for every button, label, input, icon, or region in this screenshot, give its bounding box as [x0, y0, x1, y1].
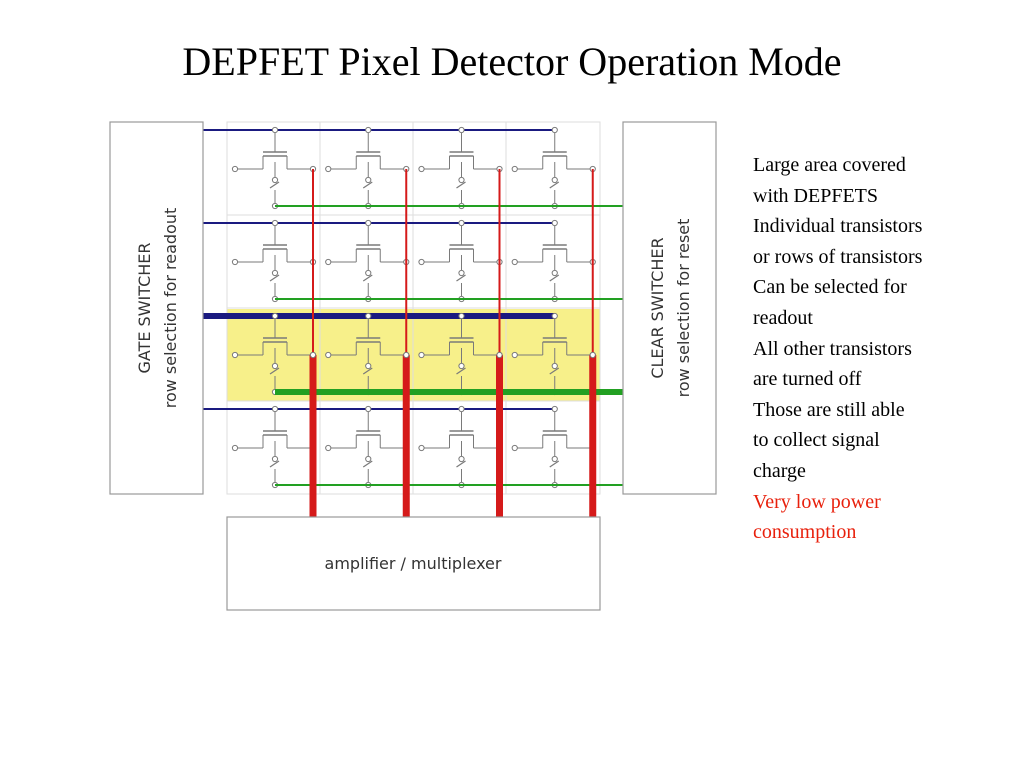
clear-switch: [362, 460, 373, 468]
source-node: [418, 351, 425, 359]
bullet-line: Those are still able: [753, 398, 905, 421]
clear-switch: [456, 367, 466, 375]
bullet-list: Large area covered with DEPFETS Individual…: [753, 150, 1015, 548]
clear-switch: [549, 460, 560, 468]
clear-switch: [549, 181, 560, 189]
switch-node-top: [271, 455, 279, 463]
clear-switch: [269, 181, 280, 189]
switch-node-top: [458, 269, 465, 277]
clear-switcher-box: CLEAR SWITCHER row selection for reset: [622, 121, 717, 495]
gate-node: [271, 219, 279, 227]
switch-node-top: [365, 176, 372, 184]
gate-switcher-title: GATE SWITCHER: [135, 242, 154, 373]
clear-switch: [362, 367, 373, 375]
source-node: [511, 258, 518, 266]
source-node: [231, 351, 239, 359]
gate-node: [365, 405, 372, 413]
gate-node: [458, 126, 465, 134]
clear-switch: [362, 181, 373, 189]
clear-switch: [549, 367, 560, 375]
switch-node-top: [551, 455, 558, 463]
bullet-line: consumption: [753, 521, 857, 544]
clear-switch: [269, 274, 280, 282]
gate-node: [551, 405, 558, 413]
gate-node: [458, 405, 465, 413]
source-node: [418, 165, 425, 173]
bullet-line: are turned off: [753, 368, 862, 391]
clear-switch: [456, 181, 466, 189]
gate-node: [271, 312, 279, 320]
clear-switcher-title: CLEAR SWITCHER: [648, 237, 667, 378]
clear-switch: [269, 460, 280, 468]
source-node: [511, 165, 518, 173]
switch-node-top: [551, 176, 558, 184]
switch-node-top: [551, 269, 558, 277]
bullet-line: to collect signal: [753, 429, 880, 452]
gate-node: [551, 219, 558, 227]
switch-node-top: [271, 269, 279, 277]
source-node: [511, 351, 518, 359]
readout-node: [496, 351, 503, 359]
switch-node-top: [365, 362, 372, 370]
source-node: [511, 444, 518, 452]
gate-switcher-subtitle: row selection for readout: [161, 208, 180, 409]
bullet-line: All other transistors: [753, 337, 912, 360]
readout-node: [309, 351, 317, 359]
clear-switch: [362, 274, 373, 282]
bullet-line: charge: [753, 459, 806, 482]
bullet-line: Very low power: [753, 490, 881, 513]
gate-node: [551, 126, 558, 134]
source-node: [325, 165, 332, 173]
gate-node: [458, 219, 465, 227]
matrix-layer: [203, 126, 623, 517]
pixel-grid: [226, 121, 601, 495]
source-node: [231, 165, 239, 173]
amplifier-label: amplifier / multiplexer: [325, 554, 502, 573]
bullet-line: Individual transistors: [753, 215, 923, 238]
gate-node: [365, 312, 372, 320]
readout-node: [403, 351, 410, 359]
bullet-line: Large area covered: [753, 154, 906, 176]
switch-node-top: [551, 362, 558, 370]
switch-node-top: [458, 176, 465, 184]
switch-node-top: [271, 176, 279, 184]
gate-node: [365, 219, 372, 227]
switch-node-top: [458, 362, 465, 370]
bullet-line: readout: [753, 306, 813, 329]
switch-node-top: [271, 362, 279, 370]
gate-node: [365, 126, 372, 134]
clear-switch: [456, 460, 466, 468]
gate-switcher-box: GATE SWITCHER row selection for readout: [109, 121, 204, 495]
clear-switcher-subtitle: row selection for reset: [674, 219, 693, 398]
gate-node: [271, 126, 279, 134]
switch-node-top: [365, 455, 372, 463]
source-node: [325, 444, 332, 452]
source-node: [418, 258, 425, 266]
source-node: [231, 444, 239, 452]
clear-switch: [456, 274, 466, 282]
switch-node-top: [365, 269, 372, 277]
switch-node-top: [458, 455, 465, 463]
readout-node: [589, 351, 596, 359]
source-node: [231, 258, 239, 266]
bullet-line: Can be selected for: [753, 276, 907, 299]
bullet-line: or rows of transistors: [753, 245, 923, 268]
source-node: [418, 444, 425, 452]
clear-switch: [269, 367, 280, 375]
gate-node: [551, 312, 558, 320]
clear-switch: [549, 274, 560, 282]
amplifier-box: amplifier / multiplexer: [226, 516, 601, 611]
slide-title: DEPFET Pixel Detector Operation Mode: [182, 39, 842, 84]
gate-node: [271, 405, 279, 413]
source-node: [325, 351, 332, 359]
gate-node: [458, 312, 465, 320]
bullet-line: with DEPFETS: [753, 184, 879, 207]
source-node: [325, 258, 332, 266]
